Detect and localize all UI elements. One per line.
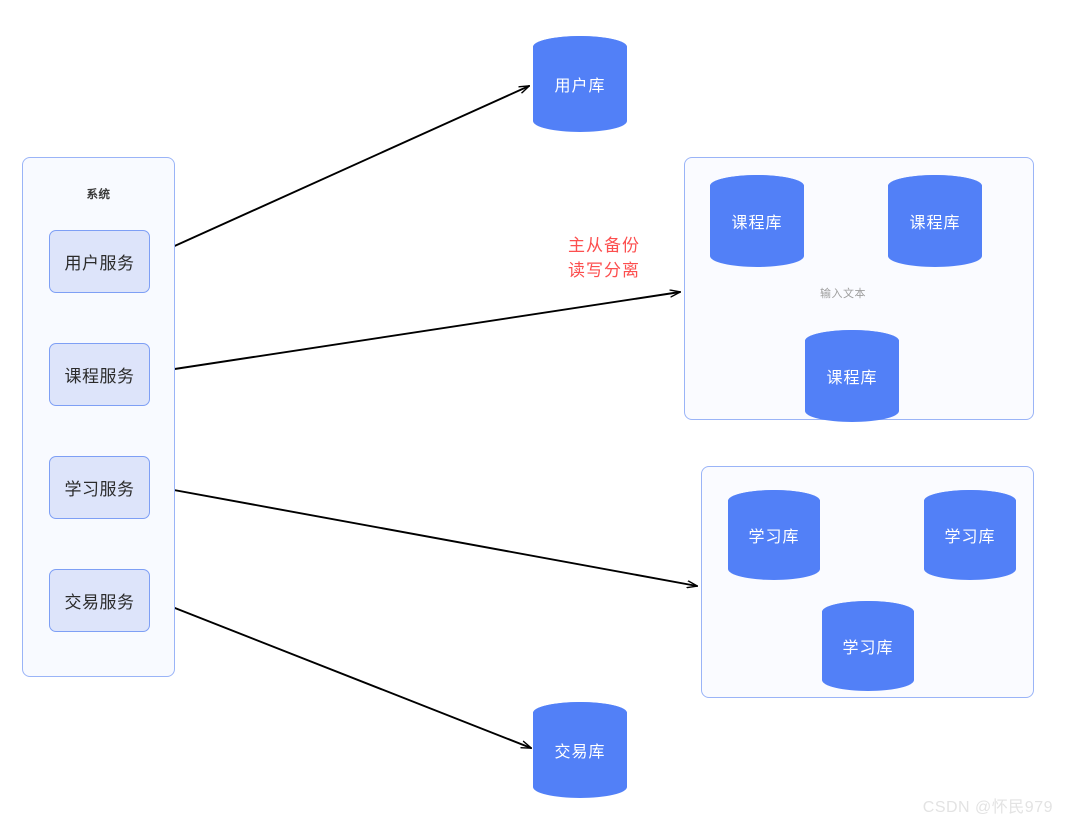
service-label: 学习服务: [64, 480, 135, 499]
service-label: 交易服务: [64, 593, 135, 612]
edge-study-service-to-study-grp: [151, 485, 697, 586]
cylinder-shape: [888, 175, 982, 267]
edge-user-service-to-user-db: [147, 85, 529, 259]
cylinder-shape: [805, 330, 899, 422]
system-container[interactable]: 系统 用户服务 课程服务 学习服务 交易服务: [22, 157, 175, 677]
edge-trade-service-to-trade-db: [151, 598, 531, 749]
cylinder-shape: [924, 490, 1016, 580]
service-label: 用户服务: [64, 254, 135, 273]
annotation-line-2: 读写分离: [568, 261, 640, 280]
watermark: CSDN @怀民979: [922, 799, 1053, 816]
database-cylinder-study-group-0[interactable]: 学习库: [728, 490, 820, 580]
database-cylinder-standalone-0[interactable]: 用户库: [533, 36, 627, 132]
database-cylinder-study-group-1[interactable]: 学习库: [924, 490, 1016, 580]
database-cylinder-course-group-0[interactable]: 课程库: [710, 175, 804, 267]
course-group-note: 输入文本: [820, 288, 866, 300]
service-box-trade[interactable]: 交易服务: [49, 569, 150, 632]
database-cylinder-course-group-2[interactable]: 课程库: [805, 330, 899, 422]
cylinder-shape: [710, 175, 804, 267]
database-cylinder-course-group-1[interactable]: 课程库: [888, 175, 982, 267]
database-cylinder-study-group-2[interactable]: 学习库: [822, 601, 914, 691]
edge-course-service-to-course-grp: [154, 292, 680, 373]
cylinder-shape: [533, 36, 627, 132]
cylinder-shape: [822, 601, 914, 691]
service-label: 课程服务: [64, 367, 135, 386]
service-box-user[interactable]: 用户服务: [49, 230, 150, 293]
annotation-line-1: 主从备份: [568, 236, 640, 255]
cylinder-shape: [728, 490, 820, 580]
system-title: 系统: [86, 189, 111, 201]
database-cylinder-standalone-1[interactable]: 交易库: [533, 702, 627, 798]
service-box-course[interactable]: 课程服务: [49, 343, 150, 406]
service-box-study[interactable]: 学习服务: [49, 456, 150, 519]
cylinder-shape: [533, 702, 627, 798]
replication-annotation: 主从备份 读写分离: [568, 233, 640, 283]
